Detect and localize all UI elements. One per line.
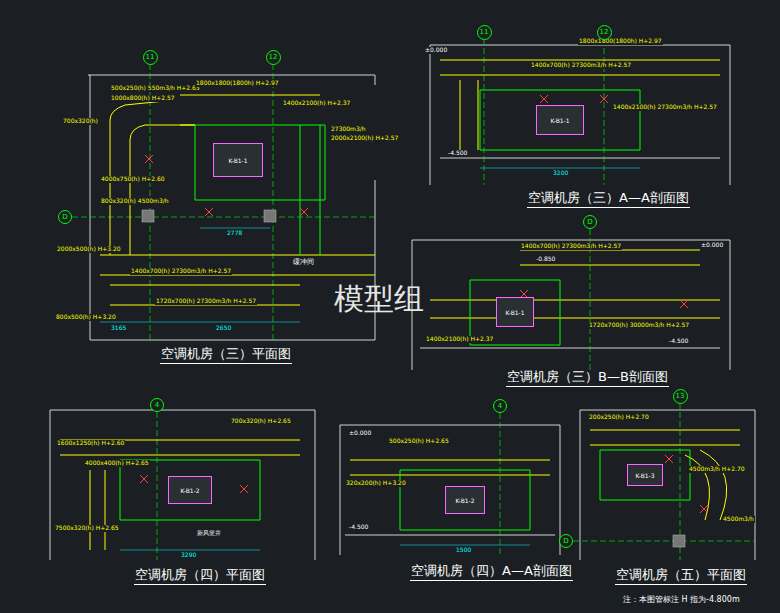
dimension-label: 缓冲间	[292, 258, 315, 266]
dimension-label: 1600x1250(h) H+2.60	[56, 440, 125, 447]
dimension-label: 4000x400(h) H+2.65	[84, 460, 150, 467]
dimension-label: 1400x2100(h) H+2.37	[282, 100, 351, 107]
axis-bubble: 4	[493, 399, 507, 413]
drawing-caption: 空调机房（三）B—B剖面图	[506, 370, 669, 387]
dimension-label: ±0.000	[348, 430, 372, 437]
dimension-label: 1500	[455, 547, 472, 554]
axis-number: 12	[269, 53, 278, 61]
dimension-label: 1800x1800(1800h) H+2.97	[195, 80, 280, 87]
drawing-caption: 空调机房（五）平面图	[615, 568, 747, 585]
dimension-label: 4500m3/h	[722, 516, 755, 523]
dimension-label: -4.500	[348, 524, 369, 531]
dimension-label: 2000x2100(h) H+2.57	[330, 135, 399, 142]
watermark: 模型组	[333, 282, 425, 317]
dimension-label: 7500x320(h) H+2.65	[54, 525, 120, 532]
dimension-label: -4.500	[447, 150, 468, 157]
dimension-label: 1000x800(h) H+2.57	[110, 95, 176, 102]
dimension-label: 700x320(h) H+2.65	[230, 418, 292, 425]
air-handling-unit: K-B1-1	[536, 105, 584, 135]
axis-number: 13	[676, 392, 685, 400]
dimension-label: 700x320(h)	[62, 118, 99, 125]
dimension-label: 500x250(h) 550m3/h H+2.63	[110, 85, 201, 92]
dimension-label: 3200	[552, 170, 569, 177]
axis-bubble: 13	[673, 389, 688, 404]
dimension-label: 新风竖井	[196, 530, 222, 537]
air-handling-unit: K-B1-2	[445, 486, 485, 514]
dimension-label: ±0.000	[424, 47, 448, 54]
axis-number: D	[563, 537, 568, 545]
dimension-label: 4500m3/h H+2.70	[688, 466, 746, 473]
dimension-label: 1400x700(h) 27300m3/h H+2.57	[520, 243, 622, 250]
dimension-label: 500x250(h) H+2.65	[388, 438, 450, 445]
axis-bubble: 11	[477, 25, 492, 40]
dimension-label: 4000x750(h) H+2.60	[100, 176, 166, 183]
dimension-label: 320x200(h) H+3.20	[345, 480, 407, 487]
axis-number: 4	[155, 401, 159, 409]
air-handling-unit: K-B1-3	[627, 464, 663, 486]
axis-bubble: D	[58, 210, 72, 224]
dimension-label: 3290	[180, 552, 197, 559]
unit-tag: K-B1-3	[635, 472, 654, 479]
unit-tag: K-B1-1	[550, 117, 569, 124]
dimension-label: 800x320(h) 4500m3/h	[100, 198, 170, 205]
drawing-caption: 空调机房（三）平面图	[160, 347, 292, 364]
dimension-label: 1720x700(h) 27300m3/h H+2.57	[155, 298, 257, 305]
dimension-label: 800x500(h) H+3.20	[55, 314, 117, 321]
axis-bubble: 12	[597, 25, 612, 40]
axis-bubble: 11	[143, 50, 158, 65]
axis-number: 4	[498, 402, 502, 410]
axis-number: 11	[146, 53, 155, 61]
axis-number: 11	[480, 28, 489, 36]
unit-tag: K-B1-1	[505, 309, 524, 316]
dimension-label: 1400x2100(h) H+2.37	[425, 336, 494, 343]
drawing-caption: 空调机房（四）A—A剖面图	[410, 564, 573, 581]
axis-bubble: D	[559, 534, 573, 548]
dimension-label: 注：本图管标注 H 指为-4.800m	[622, 595, 741, 604]
axis-number: D	[587, 218, 592, 226]
dimension-label: -0.850	[535, 256, 556, 263]
axis-number: D	[62, 213, 67, 221]
dimension-label: 2778	[226, 230, 243, 237]
dimension-label: 27300m3/h	[330, 126, 367, 133]
dimension-label: 1800x1800(1800h) H+2.97	[578, 38, 663, 45]
axis-number: 12	[600, 28, 609, 36]
dimension-label: 1720x700(h) 30000m3/h H+2.57	[588, 322, 690, 329]
axis-bubble: 4	[150, 398, 164, 412]
dimension-label: 3165	[110, 325, 127, 332]
unit-tag: K-B1-2	[180, 487, 199, 494]
dimension-label: 200x250(h) H+2.70	[588, 414, 650, 421]
air-handling-unit: K-B1-1	[496, 297, 534, 327]
dimension-label: 1400x2100(h) 27300m3/h H+2.57	[612, 104, 718, 111]
unit-tag: K-B1-1	[228, 157, 247, 164]
drawing-caption: 空调机房（四）平面图	[134, 568, 266, 585]
axis-bubble: D	[583, 215, 597, 229]
dimension-label: 2000x500(h) H+3.20	[56, 246, 122, 253]
dimension-label: -4.500	[668, 338, 689, 345]
dimension-label: 2650	[215, 325, 232, 332]
drawing-caption: 空调机房（三）A—A剖面图	[527, 191, 690, 208]
unit-tag: K-B1-2	[455, 497, 474, 504]
air-handling-unit: K-B1-2	[168, 476, 212, 504]
dimension-label: 1400x700(h) 27300m3/h H+2.57	[130, 268, 232, 275]
air-handling-unit: K-B1-1	[213, 143, 263, 177]
dimension-label: 1400x700(h) 27300m3/h H+2.57	[530, 62, 632, 69]
dimension-label: ±0.000	[700, 242, 724, 249]
axis-bubble: 12	[266, 50, 281, 65]
